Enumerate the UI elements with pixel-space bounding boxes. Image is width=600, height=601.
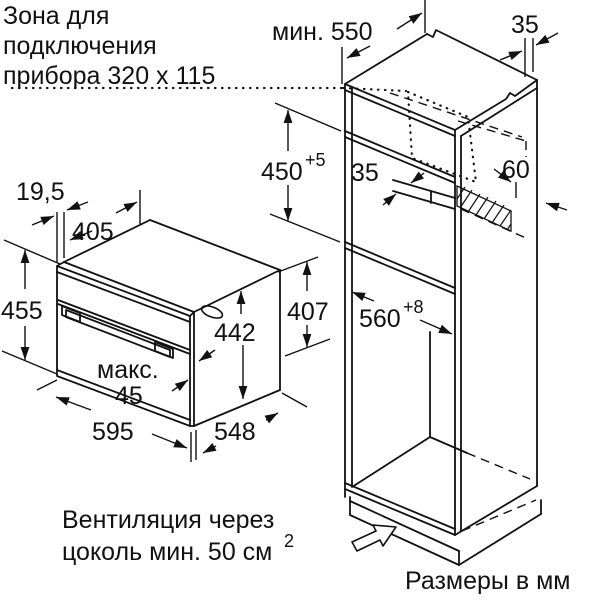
- connection-zone-note-line3: прибора 320 x 115: [3, 62, 215, 90]
- side-wall-arrow: [545, 202, 568, 212]
- dim-front-frame: 19,5: [16, 178, 89, 262]
- dim-door-protrusion-value: 45: [115, 382, 143, 410]
- dim-rear-height: 407: [277, 256, 331, 357]
- oven-outline: [56, 219, 281, 427]
- oven-handle: [61, 305, 174, 359]
- dim-oven-width: 595: [36, 379, 197, 462]
- dim-oven-height-label: 455: [1, 297, 43, 325]
- ventilation-arrow-icon: [351, 524, 397, 552]
- connection-zone-note-line2: подключения: [3, 32, 157, 60]
- dim-top-depth: 405: [69, 190, 141, 246]
- dim-oven-depth: 548: [202, 392, 308, 454]
- ventilation-note-line2: цоколь мин. 50 см: [62, 538, 272, 566]
- dim-inner-height-label: 442: [214, 319, 256, 347]
- dim-min-depth-label: мин. 550: [272, 18, 373, 46]
- dim-niche-width-label: 560: [359, 305, 401, 333]
- oven-drawing: 455 19,5 405 442 407: [1, 178, 331, 462]
- units-note: Размеры в мм: [405, 567, 570, 595]
- dim-door-protrusion: макс. 45: [97, 349, 216, 410]
- vent-slot-hatched: [456, 184, 512, 233]
- ventilation-note-superscript: 2: [284, 531, 294, 551]
- side-grip-hole: [200, 305, 224, 319]
- cabinet-plinth: [349, 496, 542, 566]
- cabinet-outline: [344, 29, 538, 536]
- dim-rear-gap-top: 35: [499, 11, 559, 77]
- dim-min-depth: мин. 550: [272, 0, 426, 84]
- dim-door-protrusion-word: макс.: [97, 356, 159, 384]
- dim-niche-width-tolerance: +8: [403, 297, 424, 317]
- dim-front-frame-label: 19,5: [16, 178, 65, 206]
- connection-zone-note-line1: Зона для: [3, 2, 109, 30]
- dim-oven-height: 455: [1, 239, 61, 375]
- dim-niche-height: 450 +5: [261, 102, 342, 243]
- cabinet-niche: [344, 130, 468, 488]
- dim-niche-height-label: 450: [261, 158, 303, 186]
- annotation-notes: Зона для подключения прибора 320 x 115 В…: [3, 2, 570, 595]
- dim-niche-width: 560 +8: [351, 291, 453, 335]
- dim-inner-height: 442: [214, 291, 256, 399]
- dim-oven-width-label: 595: [92, 418, 134, 446]
- dim-top-depth-label: 405: [72, 218, 114, 246]
- dim-rear-rail: 35: [351, 159, 425, 206]
- dim-niche-height-tolerance: +5: [305, 150, 326, 170]
- connection-zone-dotted-outline: [10, 86, 478, 184]
- hidden-edges: [389, 92, 537, 532]
- dim-rear-height-label: 407: [287, 298, 329, 326]
- ventilation-note-line1: Вентиляция через: [62, 506, 274, 534]
- cabinet-drawing: мин. 550 35 450 +5 35: [10, 0, 568, 566]
- dim-vent-slot-depth: 60: [493, 156, 530, 198]
- dim-rear-gap-top-label: 35: [511, 11, 539, 39]
- dim-rear-rail-label: 35: [351, 159, 379, 187]
- dim-oven-depth-label: 548: [214, 418, 256, 446]
